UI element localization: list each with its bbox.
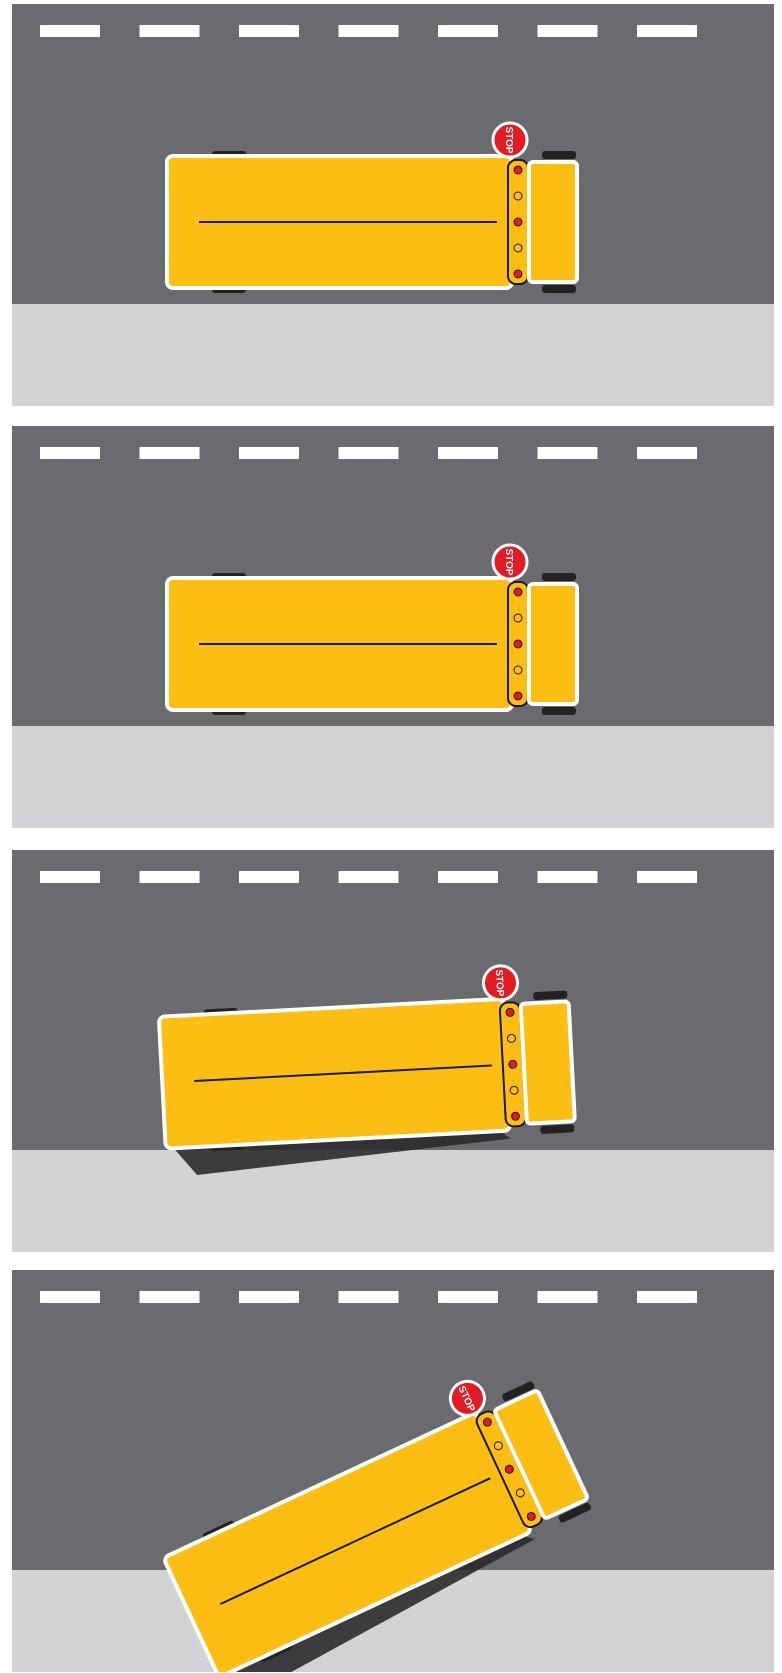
wheel [542, 285, 576, 293]
warning-light [510, 1086, 518, 1094]
scene-panel-4: STOP [12, 1270, 774, 1672]
warning-light [514, 192, 522, 200]
lane-dash [438, 871, 498, 883]
lane-dash [339, 871, 399, 883]
scene-panel-3: STOP [12, 850, 774, 1252]
lane-dash [239, 871, 299, 883]
wheel [542, 151, 576, 159]
warning-light [514, 614, 522, 622]
lane-dash [239, 447, 299, 459]
bus-hood [529, 162, 577, 282]
lane-dash [239, 1291, 299, 1303]
lane-dash [40, 1291, 100, 1303]
stop-sign-text: STOP [503, 548, 514, 575]
bus-hood [529, 584, 577, 704]
warning-light [514, 692, 522, 700]
warning-light [514, 166, 522, 174]
sidewalk [12, 1150, 774, 1252]
lane-dash [438, 1291, 498, 1303]
lane-dash [40, 25, 100, 37]
lane-dash [538, 871, 598, 883]
lane-dash [438, 25, 498, 37]
lane-dash [637, 25, 697, 37]
road-scene: STOP [12, 850, 774, 1252]
lane-dash [40, 447, 100, 459]
lane-dash [140, 25, 200, 37]
lane-dash [140, 871, 200, 883]
warning-light [514, 218, 522, 226]
lane-dash [40, 871, 100, 883]
sidewalk [12, 726, 774, 828]
wheel [542, 707, 576, 715]
warning-light [514, 666, 522, 674]
scene-panel-2: STOP [12, 426, 774, 828]
lane-dash [239, 25, 299, 37]
warning-light [511, 1112, 519, 1120]
stop-sign-icon: STOP [493, 123, 527, 157]
road-scene: STOP [12, 4, 774, 406]
warning-light [514, 588, 522, 596]
warning-light [514, 244, 522, 252]
lane-dash [538, 1291, 598, 1303]
lane-dash [637, 447, 697, 459]
lane-dash [339, 25, 399, 37]
wheel [542, 573, 576, 581]
road-scene: STOP [12, 1270, 774, 1672]
lane-dash [637, 871, 697, 883]
warning-light [514, 640, 522, 648]
warning-light [514, 270, 522, 278]
lane-dash [637, 1291, 697, 1303]
warning-light [506, 1008, 514, 1016]
lane-dash [538, 25, 598, 37]
stop-sign-icon: STOP [493, 545, 527, 579]
warning-light [507, 1034, 515, 1042]
lane-dash [339, 1291, 399, 1303]
lane-dash [339, 447, 399, 459]
road-scene: STOP [12, 426, 774, 828]
warning-light [509, 1060, 517, 1068]
lane-dash [140, 447, 200, 459]
lane-dash [438, 447, 498, 459]
lane-dash [140, 1291, 200, 1303]
scene-panel-1: STOP [12, 4, 774, 406]
lane-dash [538, 447, 598, 459]
stop-sign-text: STOP [493, 969, 505, 997]
sidewalk [12, 304, 774, 406]
stop-sign-icon: STOP [483, 965, 519, 1001]
bus-hood [521, 1001, 575, 1123]
stop-sign-text: STOP [503, 126, 514, 153]
